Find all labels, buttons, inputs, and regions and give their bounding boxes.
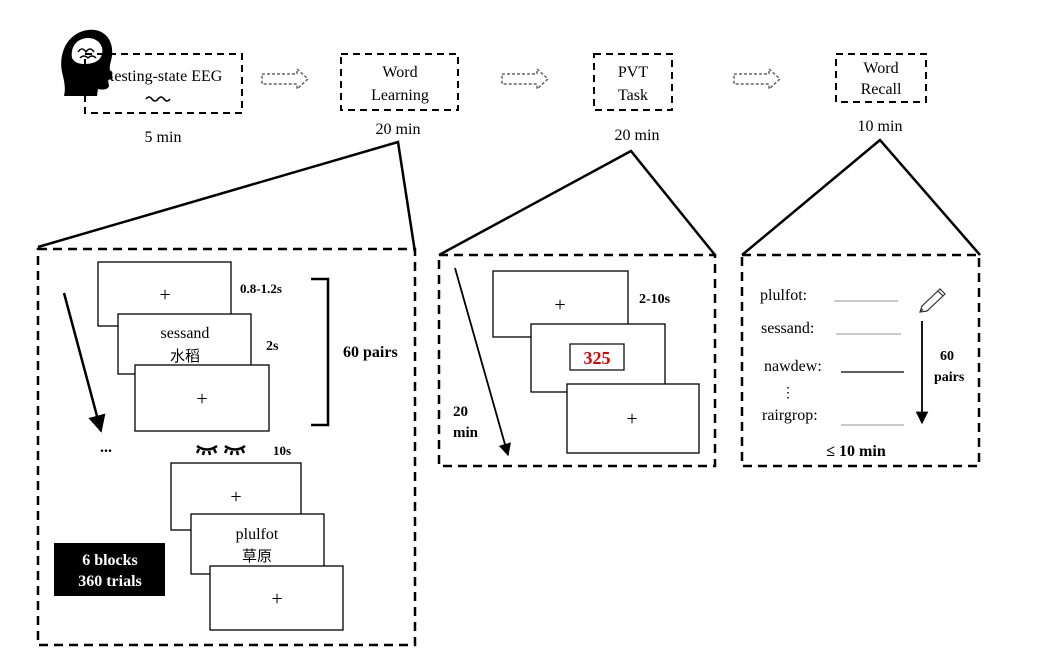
fixation-time: 0.8-1.2s (240, 281, 282, 296)
recall-word: nawdew: (764, 358, 822, 375)
pvt-duration-2: min (453, 425, 479, 441)
panel-word-learning (36, 247, 417, 647)
example-translation-1: 水稻 (170, 347, 200, 365)
closed-eye-icon (195, 444, 246, 456)
stage-label-word-recall-2: Recall (861, 81, 902, 98)
recall-vertical-ellipsis: ⋮ (781, 386, 795, 401)
eeg-wave-icon (145, 96, 171, 102)
dashed-arrow-icon (733, 67, 782, 91)
stage-box-word-recall (835, 53, 927, 103)
recall-time-limit: ≤ 10 min (826, 443, 886, 460)
recall-word: sessand: (761, 320, 814, 337)
number-frame (569, 343, 625, 371)
zoom-lines-learning (37, 140, 417, 253)
fixation-cross: + (554, 294, 565, 316)
blocks-label-2: 360 trials (78, 573, 142, 590)
screen-word (190, 513, 325, 575)
time-arrow (454, 267, 511, 457)
pairs-label: 60 pairs (343, 344, 398, 361)
recall-word: plulfot: (760, 287, 807, 304)
pvt-duration-1: 20 (453, 404, 468, 420)
dashed-arrow-icon (261, 67, 310, 91)
example-word-1: sessand (161, 325, 210, 342)
dashed-arrow-icon (501, 67, 550, 91)
fixation-cross: + (271, 588, 282, 610)
fixation-cross: + (230, 486, 241, 508)
blocks-badge (54, 543, 165, 596)
ellipsis: ... (100, 439, 112, 456)
pencil-icon (919, 288, 946, 313)
pvt-interval: 2-10s (639, 292, 671, 307)
recall-pairs-1: 60 (940, 349, 954, 364)
time-arrow (62, 292, 106, 433)
pvt-number: 325 (584, 348, 611, 368)
stage-label-pvt-1: PVT (618, 64, 648, 81)
screen-fixation (209, 565, 344, 631)
stage-label-word-learning-2: Learning (371, 87, 429, 104)
stage-duration-word-learning: 20 min (376, 121, 421, 138)
word-time: 2s (266, 339, 279, 354)
fixation-cross: + (159, 284, 170, 306)
stage-duration-word-recall: 10 min (858, 118, 903, 135)
blocks-label-1: 6 blocks (82, 552, 138, 569)
screen-fixation (134, 364, 270, 432)
stage-label-pvt-2: Task (618, 87, 648, 104)
fixation-cross: + (196, 388, 207, 410)
fixation-cross: + (626, 408, 637, 430)
stage-label-word-learning-1: Word (382, 64, 417, 81)
stage-label-word-recall-1: Word (863, 60, 898, 77)
recall-pairs-2: pairs (934, 370, 965, 385)
stage-box-pvt (593, 53, 673, 111)
stage-label-resting-eeg: Resting-state EEG (104, 68, 223, 85)
example-word-2: plulfot (236, 526, 279, 543)
trial-bracket (311, 277, 330, 427)
stage-box-word-learning (340, 53, 459, 111)
example-translation-2: 草原 (242, 547, 272, 565)
stage-duration-pvt: 20 min (615, 127, 660, 144)
recall-word: rairgrop: (762, 407, 818, 424)
zoom-lines-recall (741, 138, 981, 256)
head-brain-icon (61, 29, 113, 97)
stage-box-resting-eeg (84, 53, 243, 114)
stage-duration-resting-eeg: 5 min (145, 129, 182, 146)
panel-pvt (437, 253, 717, 468)
zoom-lines-pvt (438, 149, 716, 257)
screen-fixation (566, 383, 700, 454)
rest-time: 10s (273, 443, 291, 458)
